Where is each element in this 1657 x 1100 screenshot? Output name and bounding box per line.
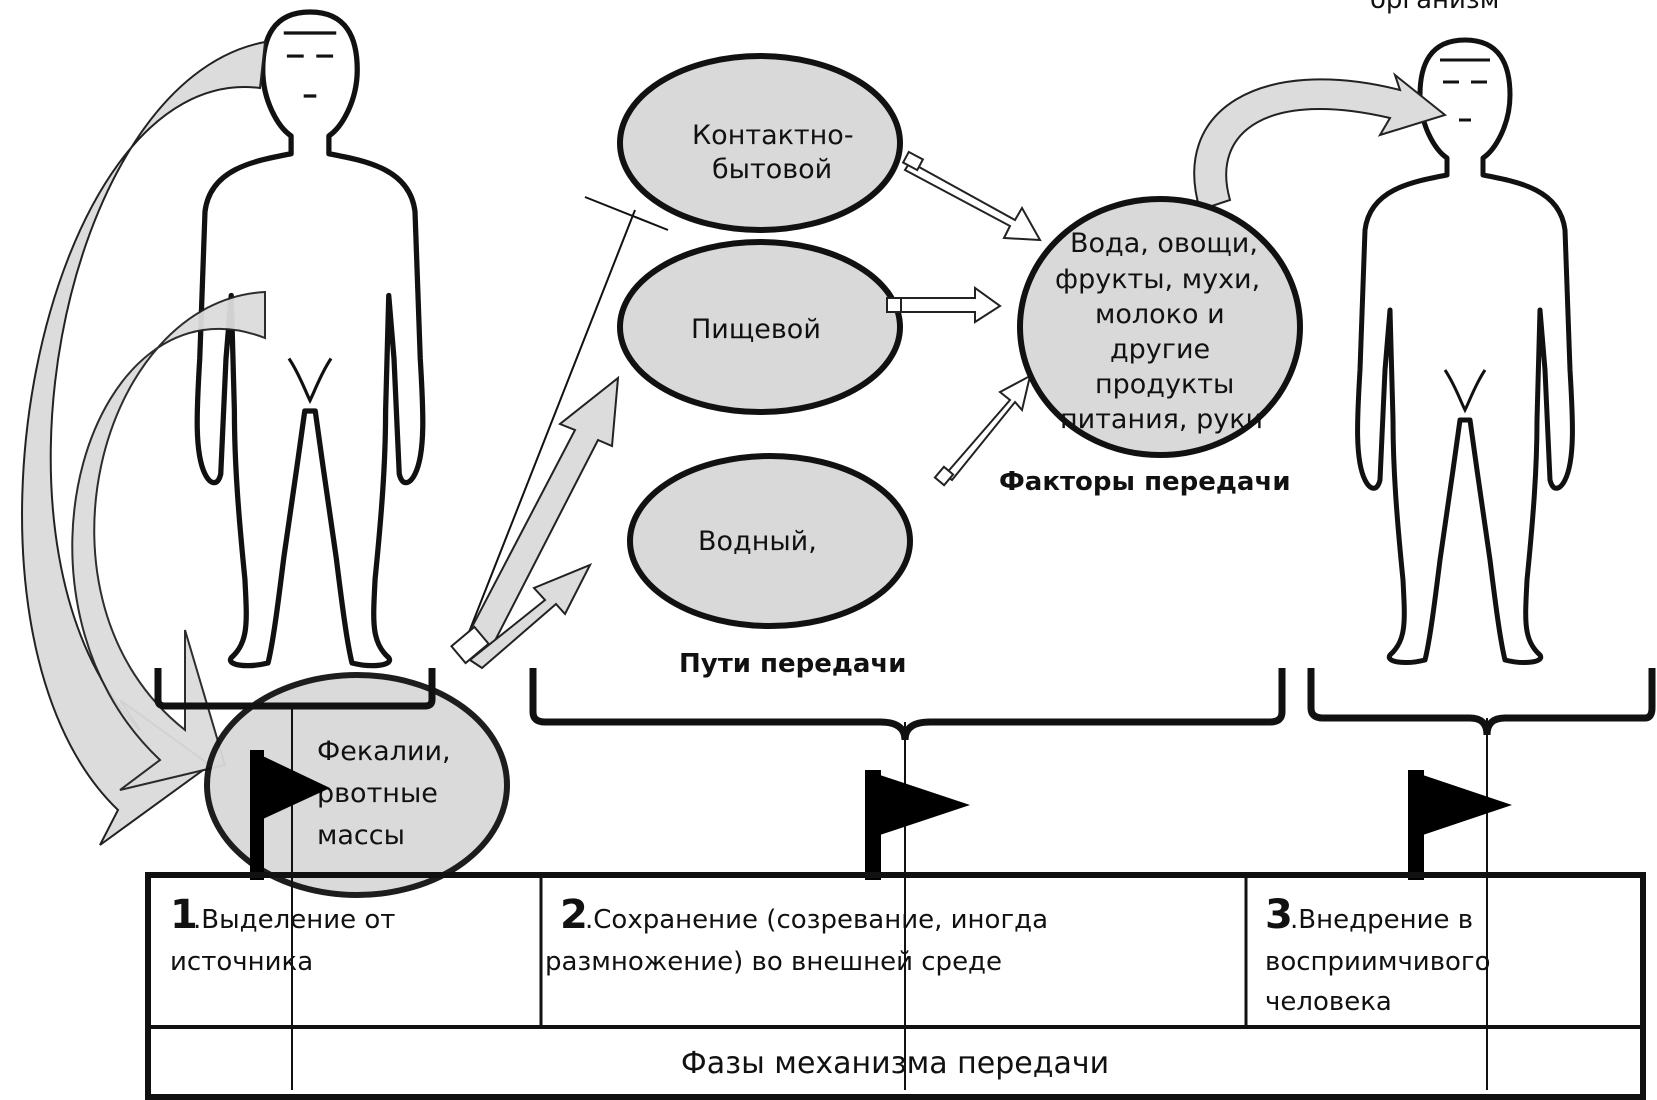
bracket-phase-1 <box>154 668 436 710</box>
phases-table <box>145 872 1646 1100</box>
factors-line-3: молоко и <box>1095 299 1225 330</box>
route-contact-line-2: бытовой <box>712 154 832 185</box>
phase-1-line-2: источника <box>170 947 313 977</box>
curved-arrow-outer <box>21 40 267 846</box>
phase-3-number: 3 <box>1265 892 1293 938</box>
arrow-to-food <box>458 375 620 664</box>
flag-phase-2 <box>865 770 970 880</box>
factors-line-1: Вода, овощи, <box>1070 228 1258 259</box>
factors-line-2: фрукты, мухи, <box>1055 264 1260 295</box>
phase-3-line-1: .Внедрение в <box>1290 905 1473 935</box>
curved-arrow-inner <box>71 290 266 791</box>
bracket-phase-3 <box>1307 668 1656 736</box>
line-contact-tip <box>584 196 669 231</box>
routes-label: Пути передачи <box>679 649 907 679</box>
arrow-food-to-factors <box>889 286 1002 324</box>
phases-footer: Фазы механизма передачи <box>681 1046 1109 1081</box>
route-water-ellipse <box>627 453 913 629</box>
arrow-water-tail <box>933 465 955 487</box>
phase-1-number: 1 <box>170 892 198 938</box>
route-food-label: Пищевой <box>691 314 821 345</box>
arrow-to-water <box>468 563 593 670</box>
phase-2-line-1: .Сохранение (созревание, иногда <box>585 905 1048 935</box>
route-food-ellipse <box>617 239 903 415</box>
arrow-tail-block <box>450 625 490 665</box>
source-line-2: рвотные <box>317 778 438 809</box>
route-contact-line-1: Контактно- <box>692 120 854 151</box>
bracket-phase-2 <box>529 668 1286 741</box>
arrow-food-tail <box>886 297 902 313</box>
route-water-label: Водный, <box>698 526 817 557</box>
curved-arrow-to-recipient <box>1193 72 1448 212</box>
line-to-contact <box>459 209 636 656</box>
factors-line-4: другие <box>1110 334 1210 365</box>
factors-label: Факторы передачи <box>999 467 1291 497</box>
factors-ellipse <box>1017 196 1303 458</box>
arrow-contact-tail <box>901 150 925 172</box>
source-human-figure <box>197 12 423 666</box>
source-line-1: Фекалии, <box>317 736 451 767</box>
factors-line-6: питания, руки <box>1060 404 1263 435</box>
source-ellipse <box>204 672 510 898</box>
top-right-fragment: организм <box>1370 0 1499 15</box>
phase-2-number: 2 <box>560 892 588 938</box>
phase-3-line-3: человека <box>1265 987 1392 1017</box>
phase-1-line-1: .Выделение от <box>193 905 395 935</box>
phase-3-line-2: восприимчивого <box>1265 947 1491 977</box>
arrow-contact-to-factors <box>903 160 1042 242</box>
phase-2-line-2: размножение) во внешней среде <box>545 947 1002 977</box>
arrow-water-to-factors <box>943 374 1032 482</box>
flag-phase-1 <box>250 750 330 880</box>
flag-phase-3 <box>1408 770 1512 880</box>
recipient-human-figure <box>1358 40 1573 662</box>
source-line-3: массы <box>317 820 405 851</box>
factors-line-5: продукты <box>1095 369 1234 400</box>
route-contact-ellipse <box>617 53 903 233</box>
